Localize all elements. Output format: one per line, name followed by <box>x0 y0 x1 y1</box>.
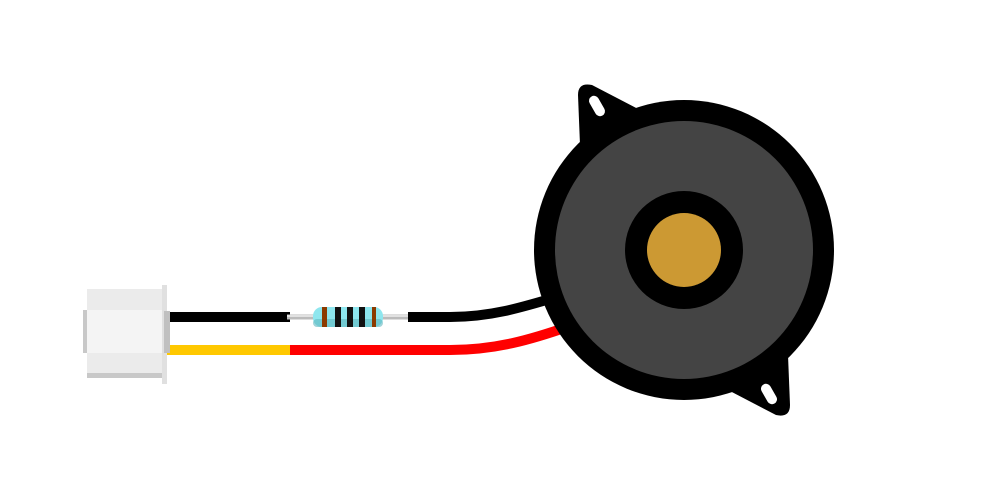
connector-bottom-edge <box>87 373 163 378</box>
connector-side-left <box>83 310 88 353</box>
resistor-band <box>322 307 327 327</box>
red-wire <box>290 321 572 355</box>
connector-flange-shadow <box>164 311 170 353</box>
resistor-band <box>347 307 353 327</box>
resistor-band <box>335 307 341 327</box>
resistor-band <box>359 307 365 327</box>
black-wire-to-buzzer <box>408 291 562 322</box>
resistor-band <box>372 307 376 327</box>
mounting-hole-top <box>589 95 605 117</box>
mounting-hole-bottom <box>761 383 777 405</box>
jst-connector <box>83 285 170 384</box>
buzzer-center-disc <box>647 213 721 287</box>
resistor <box>313 307 383 327</box>
connector-face <box>87 310 165 353</box>
piezo-buzzer <box>534 84 834 416</box>
